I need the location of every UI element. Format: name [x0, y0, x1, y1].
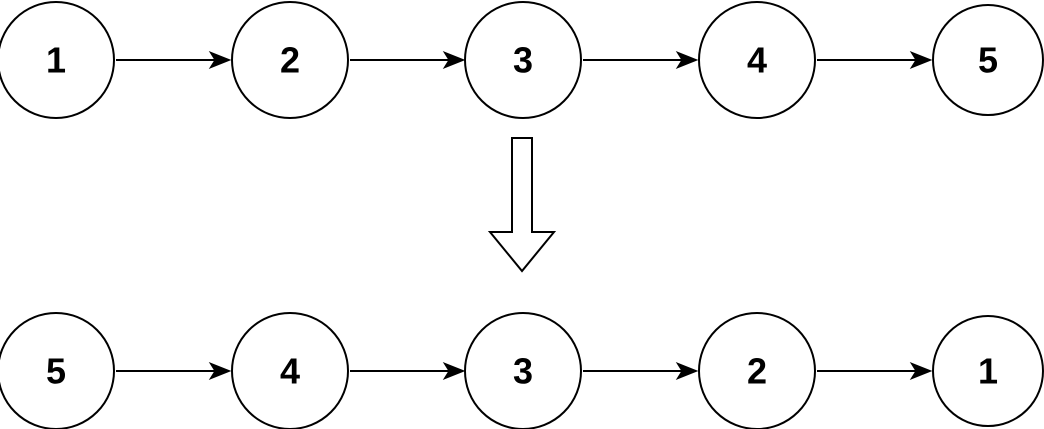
edge-bottom-4-5 [817, 361, 933, 381]
top-node-5-label: 5 [978, 40, 998, 81]
edge-top-1-2 [116, 50, 232, 70]
bottom-node-4-label: 2 [747, 351, 767, 392]
edge-bottom-1-2 [116, 361, 232, 381]
edge-top-2-3 [350, 50, 466, 70]
edge-top-3-4 [583, 50, 699, 70]
top-node-2-label: 2 [280, 40, 300, 81]
bottom-node-1-label: 5 [46, 351, 66, 392]
top-row-edges [116, 50, 933, 70]
edge-bottom-2-3 [350, 361, 466, 381]
top-node-1: 1 [0, 1, 115, 119]
top-node-4: 4 [698, 1, 816, 119]
edge-top-4-5 [817, 50, 933, 70]
bottom-node-1: 5 [0, 312, 115, 429]
top-node-3: 3 [464, 1, 582, 119]
bottom-node-2-label: 4 [280, 351, 300, 392]
top-node-4-label: 4 [747, 40, 767, 81]
bottom-node-2: 4 [231, 312, 349, 429]
edge-bottom-3-4 [583, 361, 699, 381]
bottom-row-edges [116, 361, 933, 381]
bottom-node-5-label: 1 [978, 351, 998, 392]
bottom-node-3: 3 [464, 312, 582, 429]
bottom-node-4: 2 [698, 312, 816, 429]
top-node-2: 2 [231, 1, 349, 119]
top-node-1-label: 1 [46, 40, 66, 81]
top-node-3-label: 3 [513, 40, 533, 81]
transform-arrow [487, 137, 557, 273]
top-node-5: 5 [932, 4, 1044, 116]
bottom-row-nodes: 5 4 3 2 1 [0, 312, 1044, 429]
bottom-node-5: 1 [932, 315, 1044, 427]
top-row-nodes: 1 2 3 4 5 [0, 1, 1044, 119]
bottom-node-3-label: 3 [513, 351, 533, 392]
